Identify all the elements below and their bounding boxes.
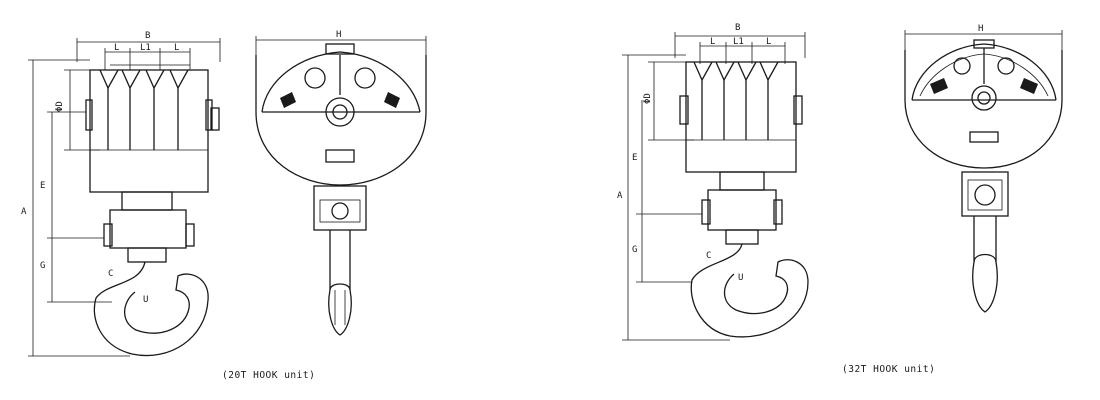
dim-label-l-left: L [710,37,715,47]
caption-32t: (32T HOOK unit) [842,364,935,375]
dim-label-a: A [21,207,27,217]
dim-label-b: B [735,23,740,33]
dim-label-u: U [738,273,743,283]
dim-label-l1: L1 [140,43,151,53]
side-view-32t: B L L1 L C U A [617,23,809,341]
dim-label-a: A [617,191,623,201]
dim-label-e: E [40,181,45,191]
dim-label-l-left: L [114,43,119,53]
dim-label-d: ΦD [643,93,653,104]
dim-label-c: C [108,269,113,279]
front-view-20t: H [255,30,427,336]
dim-label-u: U [143,295,148,305]
dim-label-g: G [40,261,45,271]
dim-label-b: B [145,31,150,41]
dim-label-h: H [978,24,983,34]
front-view-32t: H [904,24,1063,313]
dim-label-d: ΦD [55,101,65,112]
caption-20t: (20T HOOK unit) [222,370,315,381]
dim-label-g: G [632,245,637,255]
side-view-20t: B L L1 L C U [21,31,221,357]
dim-label-h: H [336,30,341,40]
dim-label-l1: L1 [733,37,744,47]
dim-label-l-right: L [766,37,771,47]
dim-label-l-right: L [174,43,179,53]
dim-label-e: E [632,153,637,163]
dim-label-c: C [706,251,711,261]
